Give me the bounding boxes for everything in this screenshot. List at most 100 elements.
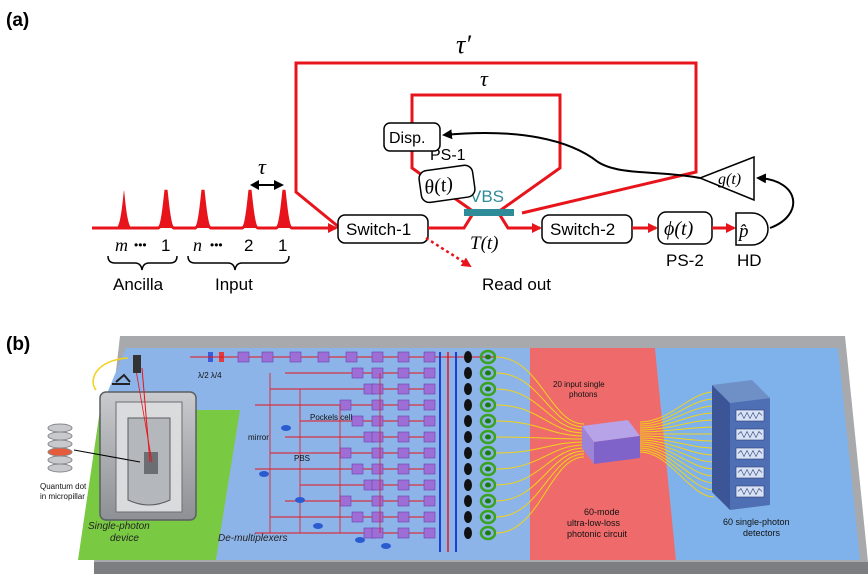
fiber-coil: [479, 381, 497, 397]
demux-pockels-cell: [345, 351, 358, 363]
ancilla-m-label: m: [115, 235, 128, 255]
input-beam-line: [92, 189, 338, 233]
fiber-in: [495, 441, 585, 454]
ancilla-dots: •••: [134, 238, 147, 252]
fiber-coil: [479, 429, 497, 445]
p-hat-label: p̂: [737, 221, 749, 242]
tau-prime-label: τ′: [456, 30, 471, 59]
panel-b: (b) Quantum d: [6, 334, 868, 574]
demux-pockels-cell: [371, 383, 384, 395]
demux-pockels-cell: [371, 479, 384, 491]
demux-pockels-cell: [371, 511, 384, 523]
fiber-coil-core: [485, 354, 491, 360]
pillar-pointer: [73, 449, 141, 463]
demux-pockels-cell: [397, 415, 410, 427]
fiber-out: [639, 451, 715, 498]
fiber-yellow: [92, 357, 129, 391]
fiber-couplers: [479, 349, 497, 541]
fiber-in: [495, 436, 585, 440]
fiber-coil: [479, 493, 497, 509]
region4-label-1: 60 single-photon: [723, 517, 790, 527]
demux-pockels-cell: [237, 351, 250, 363]
demux-pockels-cell: [423, 511, 436, 523]
fiber-coil: [479, 413, 497, 429]
cryostat: [92, 355, 197, 521]
pillar-disc-5: [47, 463, 73, 473]
ancilla-brace: [107, 255, 178, 271]
ancilla-1-label: 1: [161, 236, 170, 255]
pbs-label: PBS: [294, 454, 310, 463]
ps1-box-group: θ(t): [418, 164, 476, 204]
fiber-out: [639, 398, 715, 425]
demux-pockels-cell: [397, 383, 410, 395]
demux-output-lens: [464, 527, 472, 539]
demux-pockels-cell: [339, 495, 352, 507]
pillar-disc-4: [47, 455, 73, 465]
pillar-disc-3: [47, 439, 73, 449]
fiber-out: [639, 412, 715, 429]
fiber-coil: [479, 445, 497, 461]
demux-pockels-cell: [289, 351, 302, 363]
demux-pockels-cell: [371, 415, 384, 427]
input-brace: [187, 255, 290, 271]
fiber-in: [495, 453, 585, 518]
laser-path: [141, 367, 151, 463]
demux-pockels-cell: [397, 527, 410, 539]
demux-pockels-cell: [371, 463, 384, 475]
fiber-out: [639, 391, 715, 423]
quantum-dot-label-2: in micropillar: [40, 492, 85, 501]
demux-pockels-cell: [371, 447, 384, 459]
fiber-coil-core: [485, 482, 491, 488]
fiber-out: [639, 405, 715, 427]
region4-label-2: detectors: [743, 528, 781, 538]
fiber-coil: [479, 349, 497, 365]
pillar-dot-layer: [47, 447, 73, 457]
detector-pad: [735, 466, 765, 479]
wave-plates-label: λ/2 λ/4: [198, 371, 222, 380]
demux-mirror: [313, 523, 323, 529]
fiber-out: [639, 443, 715, 470]
region1-label-2: device: [110, 533, 139, 544]
demux-pockels-cell: [371, 351, 384, 363]
mirror-label: mirror: [248, 433, 269, 442]
fiber-coil: [479, 477, 497, 493]
fiber-out: [639, 441, 715, 463]
ps1-label: PS-1: [430, 147, 466, 164]
chip-top: [582, 420, 640, 442]
demux-pockels-cell: [423, 495, 436, 507]
switch-2-label: Switch-2: [550, 220, 615, 239]
demux-pockels-cell: [423, 351, 436, 363]
demux-pockels-cell: [339, 447, 352, 459]
ancilla-label: Ancilla: [113, 275, 164, 294]
demux-pockels-cell: [397, 511, 410, 523]
input-photons-label-1: 20 input single: [553, 380, 605, 389]
fiber-coil-core: [485, 530, 491, 536]
demux-pockels-cell: [423, 415, 436, 427]
board-edge: [94, 562, 868, 574]
demux-pockels-cell: [351, 415, 364, 427]
detector-meander: [737, 449, 763, 458]
transmission-label: T(t): [470, 233, 499, 254]
fiber-in: [495, 420, 585, 437]
fiber-in: [495, 444, 585, 470]
fiber-coil-core: [485, 514, 491, 520]
demux-output-lens: [464, 511, 472, 523]
g-amplifier: [697, 155, 755, 202]
pulse-train: [92, 189, 338, 233]
region3-label-3: photonic circuit: [567, 529, 628, 539]
fiber-coil: [479, 365, 497, 381]
fiber-in: [495, 404, 585, 434]
pillar-disc-1: [47, 423, 73, 433]
feedback-hd-to-g: [756, 173, 795, 229]
demux-output-lens: [464, 415, 472, 427]
fiber-coil: [479, 461, 497, 477]
fiber-out: [639, 445, 715, 477]
fiber-in: [495, 447, 585, 486]
demux-pockels-cell: [339, 399, 352, 411]
demux-output-lens: [464, 383, 472, 395]
region1-label-1: Single-photon: [88, 521, 150, 532]
pulse-input-2: [242, 190, 258, 228]
fiber-coil-core: [485, 466, 491, 472]
detector-meander: [737, 468, 763, 477]
